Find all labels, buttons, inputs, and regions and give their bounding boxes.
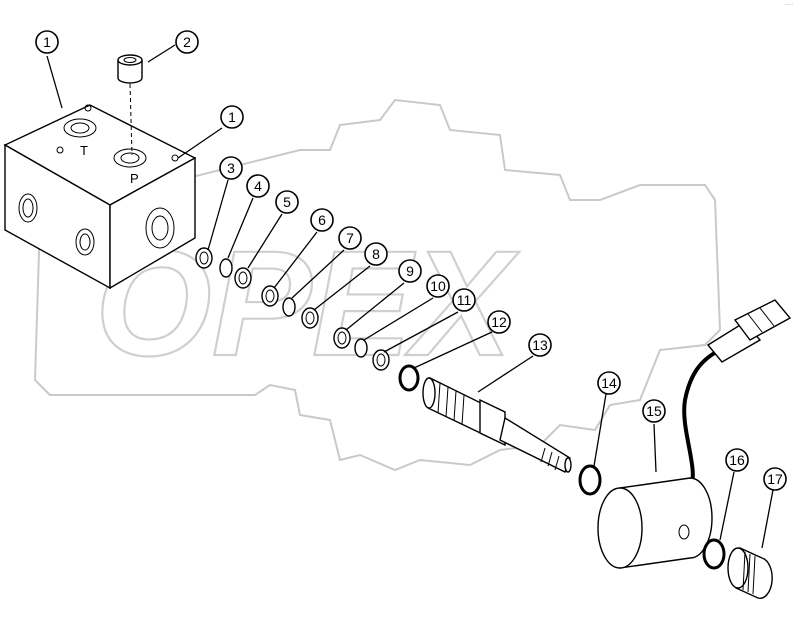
callout-3: 3 [219,156,243,180]
svg-text:4: 4 [254,178,262,194]
svg-text:5: 5 [283,194,291,210]
ring-10 [354,338,368,358]
o-ring-16 [702,538,726,570]
svg-text:10: 10 [430,278,446,294]
ring-4 [219,258,233,278]
ring-6 [261,285,279,307]
callout-16: 16 [725,448,749,472]
ring-5 [234,267,252,289]
callout-1b: 1 [220,105,244,129]
callout-15: 15 [642,399,666,423]
svg-text:15: 15 [646,403,662,419]
svg-text:3: 3 [227,160,235,176]
callout-10: 10 [426,274,450,298]
ring-3 [195,247,213,269]
corner-mark: ····· [784,2,793,8]
callout-2: 2 [175,30,199,54]
callout-14: 14 [597,371,621,395]
callout-11: 11 [452,288,476,312]
svg-text:1: 1 [228,109,236,125]
callout-6: 6 [310,208,334,232]
rings [195,247,390,371]
svg-text:7: 7 [346,230,354,246]
callout-4: 4 [246,174,270,198]
ring-11 [372,349,390,371]
callout-1a: 1 [35,30,59,54]
ring-7 [282,297,296,317]
svg-text:8: 8 [372,246,380,262]
valve-cartridge [422,376,572,473]
valve-block: T P [3,104,197,290]
svg-text:13: 13 [532,337,548,353]
ring-9 [333,327,351,349]
svg-text:17: 17 [767,471,783,487]
knurled-nut [727,546,773,599]
callout-7: 7 [338,226,362,250]
callout-9: 9 [398,259,422,283]
svg-text:9: 9 [406,263,414,279]
pressure-port-label: P [130,171,139,186]
callout-12: 12 [487,310,511,334]
svg-text:2: 2 [183,34,191,50]
leader-lines [46,44,774,549]
tank-port-label: T [80,143,88,158]
svg-text:11: 11 [457,292,472,308]
svg-text:1: 1 [43,34,51,50]
callout-13: 13 [528,333,552,357]
o-ring-14 [578,464,602,496]
o-ring-12 [398,364,420,392]
callout-5: 5 [275,190,299,214]
svg-text:6: 6 [318,212,326,228]
plug [117,54,143,156]
ring-8 [301,307,319,329]
callout-8: 8 [364,242,388,266]
solenoid-coil [597,299,792,569]
svg-text:12: 12 [491,314,507,330]
svg-text:14: 14 [601,375,617,391]
callout-17: 17 [763,467,787,491]
svg-text:16: 16 [729,452,745,468]
